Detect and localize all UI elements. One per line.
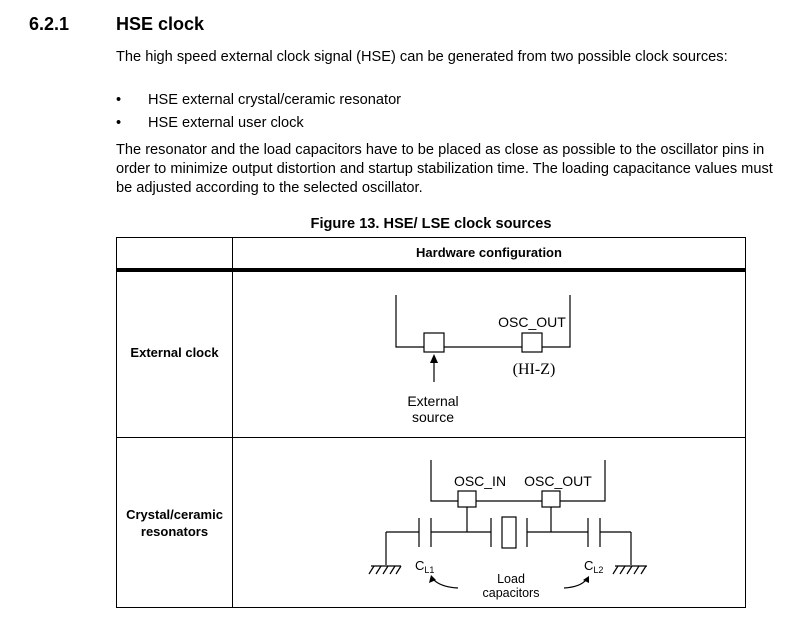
table-header-rule [117, 268, 745, 272]
column-header: Hardware configuration [416, 245, 562, 260]
table-column-divider [232, 238, 233, 607]
cl2-label: CL2 [584, 558, 603, 575]
crystal-chip-outline [430, 460, 606, 502]
load-capacitors-label: Load [497, 572, 525, 586]
osc-out-pad [521, 332, 543, 353]
table-row-divider [117, 437, 745, 438]
crystal-symbol [467, 516, 551, 549]
input-arrow-head [430, 354, 438, 363]
external-source-label: source [412, 409, 454, 425]
intro-paragraph: The high speed external clock signal (HS… [116, 49, 728, 65]
hi-z-label: (HI-Z) [513, 361, 556, 378]
external-source-label: External [407, 393, 458, 409]
cl1-label: CL1 [415, 558, 434, 575]
pointer-arrow-left [432, 578, 459, 589]
capacitor-cl1 [385, 518, 467, 565]
figure-table: Hardware configuration External clock Cr… [116, 237, 746, 608]
row-label-line: Crystal/ceramic [126, 507, 223, 522]
ground-left [368, 565, 402, 575]
osc-in-pad [423, 332, 445, 353]
bullet-list: • HSE external crystal/ceramic resonator… [116, 89, 401, 135]
row-label-line: resonators [140, 524, 209, 539]
section-number: 6.2.1 [29, 14, 70, 34]
external-clock-chip-outline [395, 295, 571, 348]
bullet-text: HSE external user clock [148, 115, 304, 131]
load-capacitors-label: capacitors [483, 586, 540, 600]
osc-out-label: OSC_OUT [498, 314, 566, 330]
pointer-arrow-right [563, 579, 587, 589]
osc-in-pad [457, 490, 477, 508]
resonator-paragraph: The resonator and the load capacitors ha… [116, 142, 773, 196]
list-item: • HSE external user clock [116, 112, 401, 135]
osc-out-pad [541, 490, 561, 508]
bullet-symbol: • [116, 92, 122, 108]
bullet-text: HSE external crystal/ceramic resonator [148, 92, 402, 108]
pointer-arrowhead-left [429, 575, 436, 583]
capacitor-cl2 [551, 518, 632, 565]
osc-in-label: OSC_IN [454, 473, 506, 489]
ground-right [612, 565, 647, 575]
list-item: • HSE external crystal/ceramic resonator [116, 89, 401, 112]
bullet-symbol: • [116, 115, 122, 131]
section-title: HSE clock [116, 14, 205, 34]
pointer-arrowhead-right [583, 576, 589, 583]
row-label-external-clock: External clock [130, 345, 219, 360]
figure-title: Figure 13. HSE/ LSE clock sources [310, 216, 552, 232]
row-label-crystal-resonators: Crystal/ceramic resonators [117, 506, 232, 540]
osc-out-label: OSC_OUT [524, 473, 592, 489]
